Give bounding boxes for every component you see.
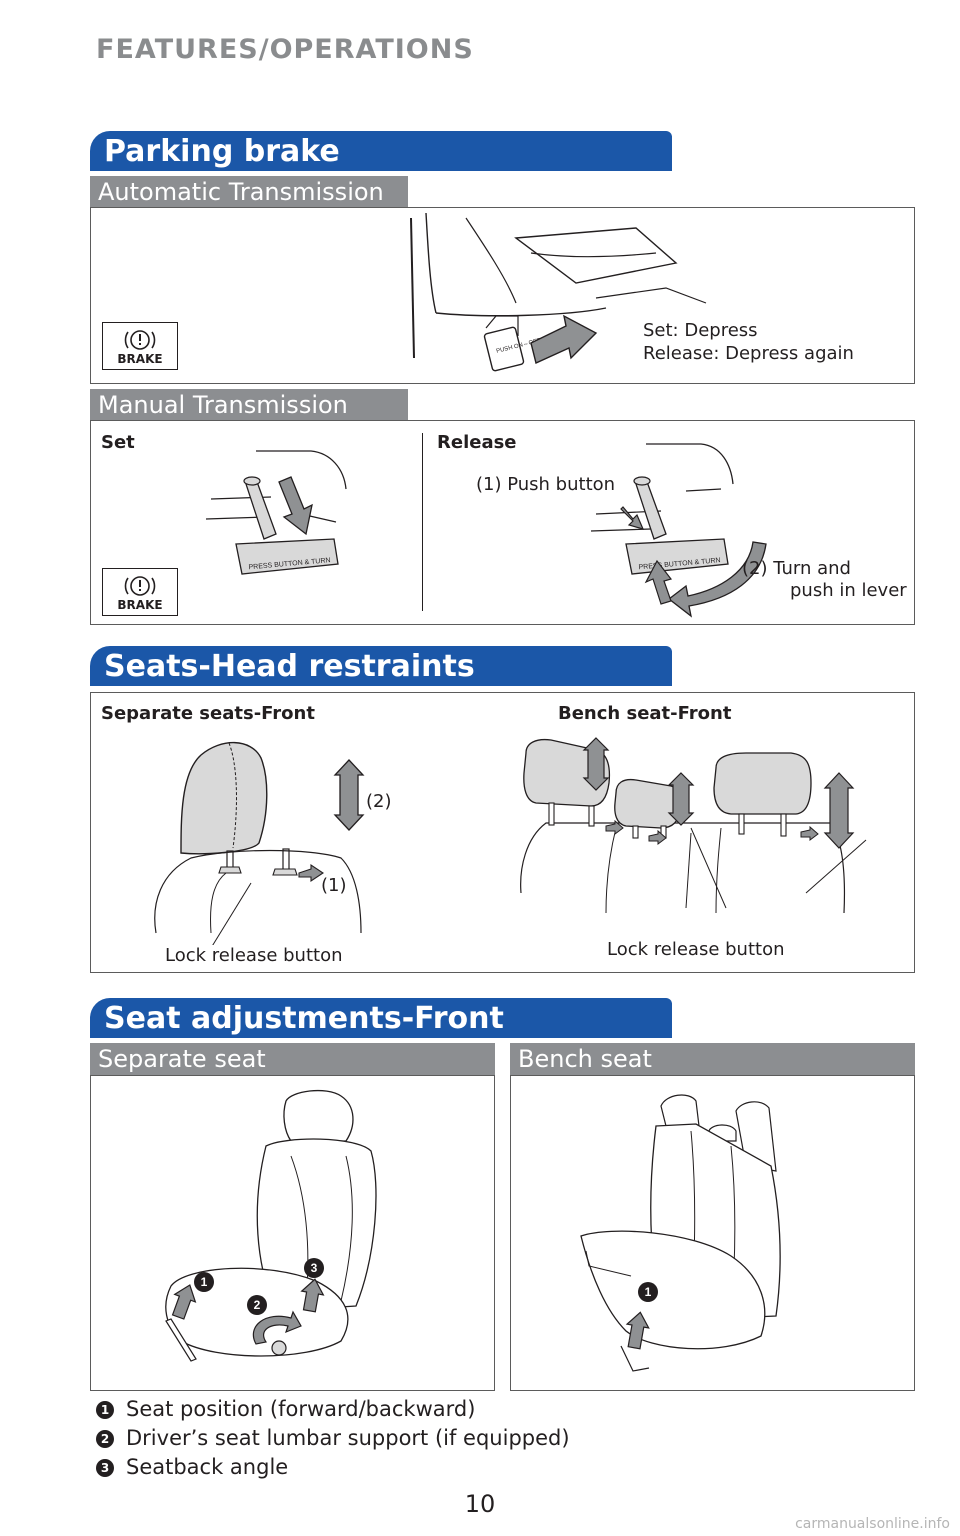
seat-position-arrow-icon xyxy=(171,1284,197,1320)
legend-number-2: 2 xyxy=(96,1430,114,1448)
parking-brake-pedal-illustration: PUSH ON⇔OFF xyxy=(410,212,707,372)
manual-set-label: Set xyxy=(101,432,135,453)
bench-up-down-arrow-center-icon xyxy=(667,772,695,826)
legend-number-1: 1 xyxy=(96,1401,114,1419)
watermark: carmanualsonline.info xyxy=(795,1516,950,1532)
separate-seat-illustration: 1 2 3 xyxy=(165,1089,377,1362)
push-button-arrow-icon xyxy=(620,506,645,530)
bench-up-down-arrow-right-icon xyxy=(823,772,855,849)
separate-head-restraint-illustration xyxy=(154,741,365,949)
restraint-mark-2: (2) xyxy=(366,791,392,812)
automatic-release-text: Release: Depress again xyxy=(643,343,854,364)
restraint-mark-1: (1) xyxy=(321,875,347,896)
lock-release-label-left: Lock release button xyxy=(165,945,343,966)
manual-transmission-tab: Manual Transmission xyxy=(90,389,408,421)
legend-number-3: 3 xyxy=(96,1459,114,1477)
callout-1-bench: 1 xyxy=(645,1285,652,1299)
release-step2a-text: (2) Turn and xyxy=(742,558,851,579)
lock-release-arrow-icon xyxy=(298,863,324,883)
pull-arrow-icon xyxy=(278,476,313,536)
legend-item-3: 3 Seatback angle xyxy=(96,1455,288,1479)
brake-warning-icon: BRAKE xyxy=(102,322,178,370)
seat-adjustments-banner: Seat adjustments-Front xyxy=(90,998,672,1038)
seatback-arrow-icon xyxy=(300,1278,325,1313)
separate-seats-label: Separate seats-Front xyxy=(101,703,315,724)
callout-2-separate: 2 xyxy=(254,1298,261,1312)
press-arrow-icon xyxy=(530,314,598,364)
legend-text-2: Driver’s seat lumbar support (if equippe… xyxy=(126,1426,570,1450)
legend-item-1: 1 Seat position (forward/backward) xyxy=(96,1397,475,1421)
bench-head-restraints-illustration xyxy=(520,737,867,914)
callout-1-separate: 1 xyxy=(201,1275,208,1289)
bench-up-down-arrow-left-icon xyxy=(582,737,610,791)
legend-item-2: 2 Driver’s seat lumbar support (if equipp… xyxy=(96,1426,570,1450)
legend-text-3: Seatback angle xyxy=(126,1455,289,1479)
separate-seat-panel: 1 2 3 xyxy=(90,1075,495,1391)
brake-icon-label: BRAKE xyxy=(117,352,163,366)
head-restraints-banner: Seats-Head restraints xyxy=(90,646,672,686)
manual-divider xyxy=(422,433,423,611)
bench-seat-illustration: 1 xyxy=(580,1094,781,1372)
head-restraints-panel: Separate seats-Front Bench seat-Front (2… xyxy=(90,692,915,973)
separate-seat-tab: Separate seat xyxy=(90,1043,495,1075)
parking-brake-banner: Parking brake xyxy=(90,131,672,171)
brake-warning-icon-manual: BRAKE xyxy=(102,568,178,616)
bench-seat-label: Bench seat-Front xyxy=(558,703,732,724)
page-number: 10 xyxy=(464,1490,496,1518)
set-lever-illustration: PRESS BUTTON & TURN xyxy=(205,450,347,575)
brake-icon-label-manual: BRAKE xyxy=(117,598,163,612)
bench-seat-tab: Bench seat xyxy=(510,1043,915,1075)
manual-brake-panel: Set Release BRAKE PRESS BUTTON & TURN PR… xyxy=(90,420,915,625)
legend-text-1: Seat position (forward/backward) xyxy=(126,1397,476,1421)
bench-seat-panel: 1 xyxy=(510,1075,915,1391)
release-lever-illustration: PRESS BUTTON & TURN xyxy=(590,443,767,618)
automatic-brake-panel: BRAKE PUSH ON⇔OFF Set: Depress Release: … xyxy=(90,207,915,384)
lumbar-arrow-icon xyxy=(252,1310,302,1345)
release-step1-text: (1) Push button xyxy=(476,474,616,495)
automatic-transmission-tab: Automatic Transmission xyxy=(90,176,408,208)
push-in-arrow-icon xyxy=(644,559,673,605)
up-down-arrow-icon xyxy=(333,759,365,831)
page-header-title: FEATURES/OPERATIONS xyxy=(96,34,474,65)
bench-position-arrow-icon xyxy=(625,1311,650,1350)
release-step2b-text: push in lever xyxy=(790,580,907,601)
manual-release-label: Release xyxy=(437,432,517,453)
lock-release-label-right: Lock release button xyxy=(607,939,785,960)
automatic-set-text: Set: Depress xyxy=(643,320,758,341)
callout-3-separate: 3 xyxy=(311,1261,318,1275)
